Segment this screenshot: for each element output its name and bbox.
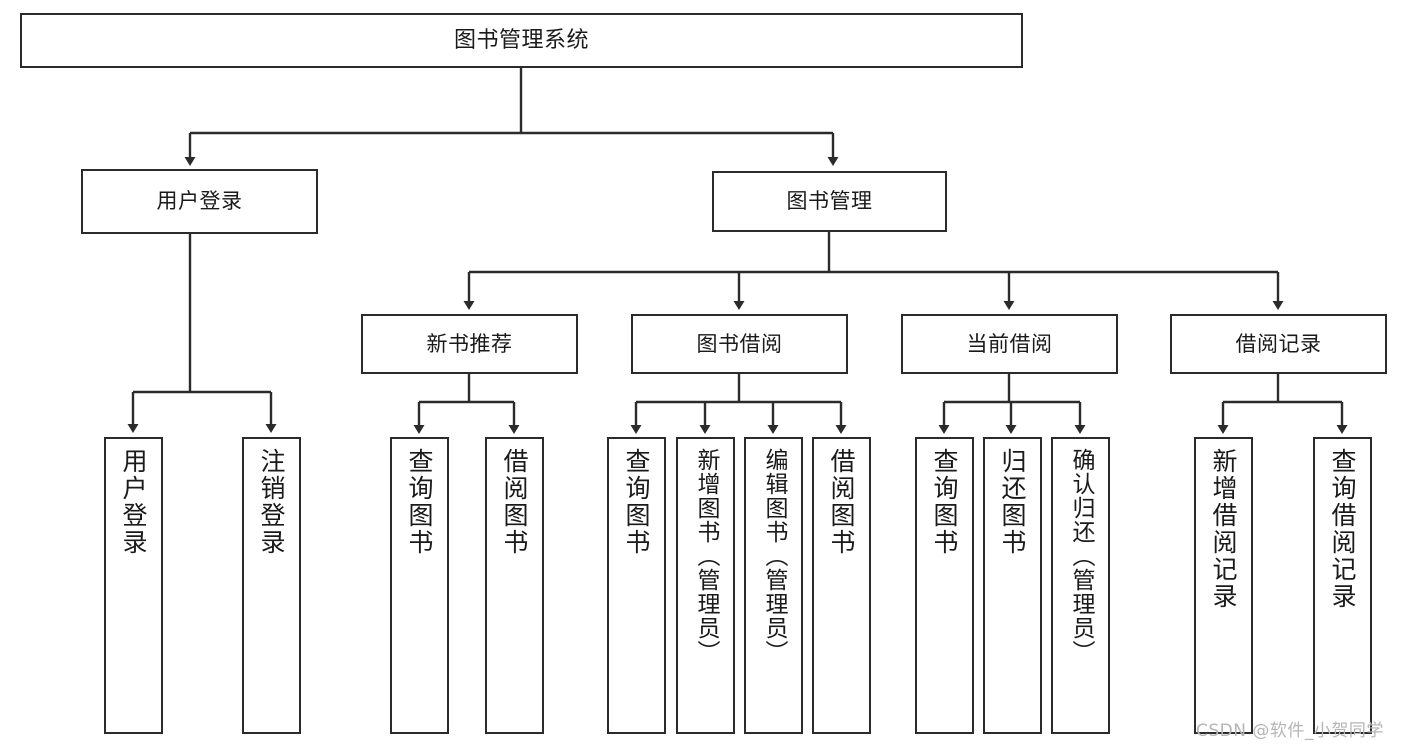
node-label: 查询图书	[930, 448, 959, 556]
node-borrow-record[interactable]: 借阅记录	[1170, 314, 1387, 374]
node-label: 新增图书（管理员）	[693, 448, 719, 664]
node-label: 用户登录	[119, 448, 148, 556]
node-book-borrow[interactable]: 图书借阅	[631, 314, 848, 374]
node-label: 借阅记录	[1235, 331, 1322, 356]
leaf-edit-book[interactable]: 编辑图书（管理员）	[744, 437, 803, 734]
node-user-login[interactable]: 用户登录	[81, 169, 318, 234]
node-label: 确认归还（管理员）	[1068, 448, 1094, 664]
node-root-system[interactable]: 图书管理系统	[20, 13, 1023, 68]
node-label: 查询图书	[622, 448, 651, 556]
node-label: 用户登录	[156, 189, 243, 214]
node-label: 查询图书	[405, 448, 434, 556]
node-label: 图书借阅	[696, 331, 783, 356]
node-label: 查询借阅记录	[1328, 448, 1357, 610]
leaf-add-record[interactable]: 新增借阅记录	[1194, 437, 1253, 734]
leaf-logout-login[interactable]: 注销登录	[242, 437, 301, 734]
leaf-query-book-3[interactable]: 查询图书	[915, 437, 974, 734]
leaf-add-book[interactable]: 新增图书（管理员）	[676, 437, 735, 734]
node-label: 新书推荐	[426, 331, 513, 356]
node-current-borrow[interactable]: 当前借阅	[901, 314, 1118, 374]
leaf-user-login[interactable]: 用户登录	[104, 437, 163, 734]
node-label: 注销登录	[257, 448, 286, 556]
node-label: 图书管理系统	[453, 27, 589, 53]
node-new-book-recommend[interactable]: 新书推荐	[361, 314, 578, 374]
leaf-confirm-return[interactable]: 确认归还（管理员）	[1051, 437, 1110, 734]
node-label: 编辑图书（管理员）	[761, 448, 787, 664]
node-label: 借阅图书	[827, 448, 856, 556]
node-book-manage[interactable]: 图书管理	[712, 171, 947, 232]
leaf-query-record[interactable]: 查询借阅记录	[1313, 437, 1372, 734]
leaf-query-book-1[interactable]: 查询图书	[390, 437, 449, 734]
node-label: 新增借阅记录	[1209, 448, 1238, 610]
leaf-return-book[interactable]: 归还图书	[983, 437, 1042, 734]
node-label: 借阅图书	[500, 448, 529, 556]
csdn-watermark: CSDN @软件_小贺同学	[1196, 721, 1384, 741]
node-label: 图书管理	[786, 189, 873, 214]
node-label: 归还图书	[998, 448, 1027, 556]
leaf-borrow-book-1[interactable]: 借阅图书	[485, 437, 544, 734]
leaf-query-book-2[interactable]: 查询图书	[607, 437, 666, 734]
leaf-borrow-book-2[interactable]: 借阅图书	[812, 437, 871, 734]
node-label: 当前借阅	[966, 331, 1053, 356]
